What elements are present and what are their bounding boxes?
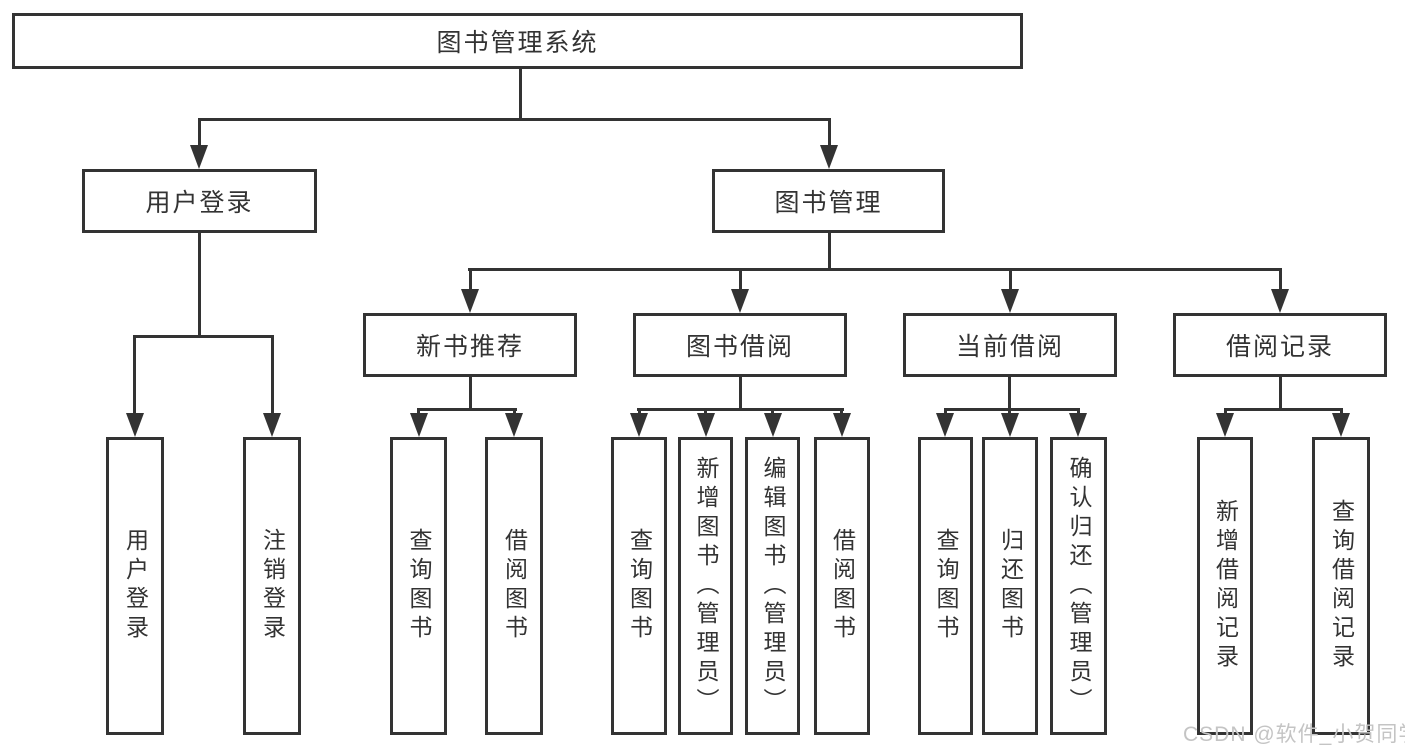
connector-line (469, 268, 472, 292)
connector-line (469, 377, 472, 410)
arrowhead-down-icon (936, 413, 954, 437)
leaf-add-book-admin: 新增图书（管理员） (678, 437, 733, 735)
arrowhead-down-icon (410, 413, 428, 437)
leaf-label: 查询图书 (406, 528, 432, 644)
node-label: 图书管理 (774, 189, 883, 217)
node-book-borrowing: 图书借阅 (633, 313, 847, 377)
arrowhead-down-icon (126, 413, 144, 437)
connector-line (133, 335, 274, 338)
node-book-management: 图书管理 (712, 169, 945, 233)
connector-line (828, 118, 831, 147)
arrowhead-down-icon (1001, 413, 1019, 437)
connector-line (519, 68, 522, 120)
leaf-borrow-books-borrowing: 借阅图书 (814, 437, 870, 735)
leaf-label: 用户登录 (122, 528, 149, 644)
node-root-system: 图书管理系统 (12, 13, 1023, 69)
leaf-add-borrow-record: 新增借阅记录 (1197, 437, 1253, 735)
arrowhead-down-icon (833, 413, 851, 437)
arrowhead-down-icon (1216, 413, 1234, 437)
leaf-confirm-return-admin: 确认归还（管理员） (1050, 437, 1107, 735)
leaf-return-books: 归还图书 (982, 437, 1038, 735)
leaf-label: 编辑图书（管理员） (760, 455, 786, 717)
arrowhead-down-icon (731, 289, 749, 313)
leaf-borrow-books-recommend: 借阅图书 (485, 437, 543, 735)
connector-line (468, 268, 1282, 271)
node-label: 图书借阅 (685, 333, 794, 361)
connector-line (1279, 377, 1282, 410)
connector-line (198, 118, 201, 147)
connector-line (637, 408, 844, 411)
leaf-label: 新增借阅记录 (1212, 499, 1239, 673)
connector-line (1008, 377, 1011, 410)
connector-line (739, 268, 742, 292)
connector-line (417, 408, 517, 411)
node-label: 图书管理系统 (436, 29, 599, 57)
leaf-query-books-recommend: 查询图书 (390, 437, 447, 735)
leaf-edit-book-admin: 编辑图书（管理员） (745, 437, 800, 735)
arrowhead-down-icon (461, 289, 479, 313)
arrowhead-down-icon (764, 413, 782, 437)
connector-line (739, 377, 742, 410)
arrowhead-down-icon (697, 413, 715, 437)
connector-line (271, 335, 274, 415)
arrowhead-down-icon (1069, 413, 1087, 437)
leaf-query-borrow-record: 查询借阅记录 (1312, 437, 1370, 735)
arrowhead-down-icon (190, 145, 208, 169)
arrowhead-down-icon (820, 145, 838, 169)
connector-line (828, 233, 831, 270)
arrowhead-down-icon (263, 413, 281, 437)
arrowhead-down-icon (1332, 413, 1350, 437)
connector-line (198, 233, 201, 338)
leaf-query-books-borrowing: 查询图书 (611, 437, 667, 735)
leaf-label: 借阅图书 (829, 528, 856, 644)
leaf-label: 注销登录 (259, 528, 286, 644)
node-user-login: 用户登录 (82, 169, 317, 233)
arrowhead-down-icon (505, 413, 523, 437)
connector-line (1279, 268, 1282, 292)
connector-line (1224, 408, 1342, 411)
connector-line (1009, 268, 1012, 292)
arrowhead-down-icon (1271, 289, 1289, 313)
leaf-label: 查询图书 (933, 528, 959, 644)
leaf-query-books-current: 查询图书 (918, 437, 973, 735)
connector-line (198, 118, 831, 121)
leaf-label: 新增图书（管理员） (693, 455, 719, 717)
leaf-label: 查询借阅记录 (1328, 499, 1355, 673)
node-label: 借阅记录 (1225, 333, 1334, 361)
node-current-borrowing: 当前借阅 (903, 313, 1117, 377)
node-label: 新书推荐 (415, 333, 524, 361)
leaf-user-login: 用户登录 (106, 437, 164, 735)
leaf-label: 归还图书 (997, 528, 1024, 644)
arrowhead-down-icon (1001, 289, 1019, 313)
leaf-logout: 注销登录 (243, 437, 301, 735)
node-label: 用户登录 (145, 189, 254, 217)
connector-line (944, 408, 1080, 411)
arrowhead-down-icon (630, 413, 648, 437)
leaf-label: 查询图书 (626, 528, 653, 644)
leaf-label: 确认归还（管理员） (1066, 455, 1092, 717)
leaf-label: 借阅图书 (501, 528, 528, 644)
csdn-watermark: CSDN @软件_小贺同学 (1183, 723, 1405, 746)
node-new-book-recommend: 新书推荐 (363, 313, 577, 377)
node-borrowing-records: 借阅记录 (1173, 313, 1387, 377)
connector-line (133, 335, 136, 415)
node-label: 当前借阅 (955, 333, 1064, 361)
